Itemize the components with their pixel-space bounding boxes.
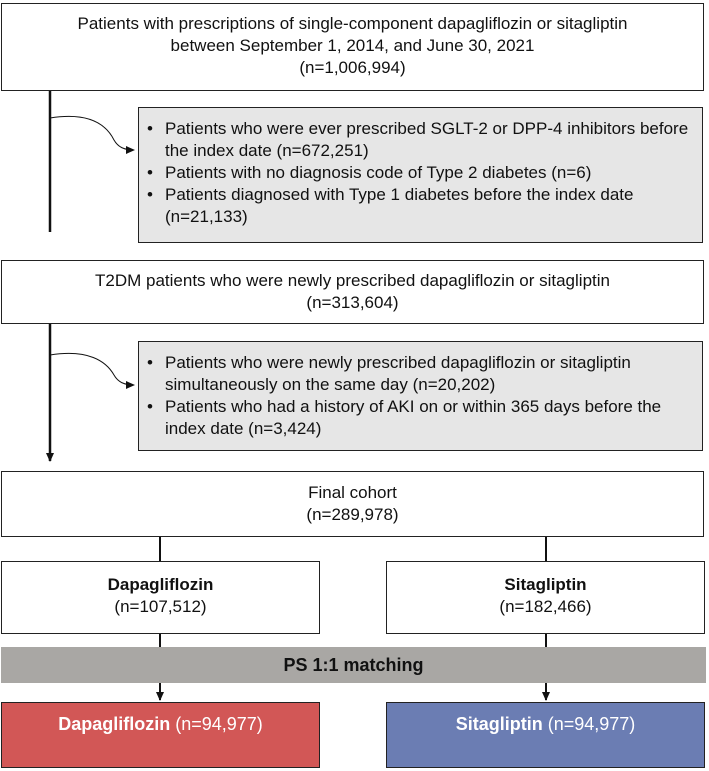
t2dm-line-1: T2DM patients who were newly prescribed …: [95, 271, 610, 290]
initial-line-1: Patients with prescriptions of single-co…: [77, 14, 628, 33]
ps-matching-label: PS 1:1 matching: [283, 655, 424, 675]
final-cohort-box: Final cohort (n=289,978): [1, 471, 704, 537]
dapagliflozin-label: Dapagliflozin: [107, 575, 214, 594]
sitagliptin-matched-label: Sitagliptin: [455, 714, 543, 734]
exclusion-2-item: Patients who were newly prescribed dapag…: [139, 352, 690, 396]
dapagliflozin-matched-label: Dapagliflozin: [58, 714, 171, 734]
dapagliflozin-matched-box: Dapagliflozin (n=94,977): [1, 702, 320, 768]
sitagliptin-box: Sitagliptin (n=182,466): [386, 561, 705, 634]
exclusion-1-item: Patients diagnosed with Type 1 diabetes …: [139, 184, 690, 228]
dapagliflozin-count: (n=107,512): [114, 597, 207, 616]
t2dm-count: (n=313,604): [306, 293, 399, 312]
sitagliptin-label: Sitagliptin: [504, 575, 587, 594]
dapagliflozin-matched-count: (n=94,977): [175, 714, 263, 734]
exclusion-box-1: Patients who were ever prescribed SGLT-2…: [138, 107, 703, 243]
sitagliptin-count: (n=182,466): [499, 597, 592, 616]
sitagliptin-matched-box: Sitagliptin (n=94,977): [386, 702, 705, 768]
exclusion-1-item: Patients who were ever prescribed SGLT-2…: [139, 118, 690, 162]
exclusion-2-item: Patients who had a history of AKI on or …: [139, 396, 690, 440]
initial-patients-box: Patients with prescriptions of single-co…: [1, 3, 704, 91]
exclusion-1-branch-arrow: [49, 116, 135, 154]
dapagliflozin-box: Dapagliflozin (n=107,512): [1, 561, 320, 634]
initial-count: (n=1,006,994): [299, 58, 406, 77]
final-cohort-label: Final cohort: [308, 483, 397, 502]
exclusion-1-item: Patients with no diagnosis code of Type …: [139, 162, 690, 184]
exclusion-2-branch-arrow: [49, 352, 135, 389]
final-cohort-count: (n=289,978): [306, 505, 399, 524]
ps-matching-band: PS 1:1 matching: [1, 647, 706, 683]
initial-line-2: between September 1, 2014, and June 30, …: [170, 36, 535, 55]
t2dm-patients-box: T2DM patients who were newly prescribed …: [1, 260, 704, 324]
sitagliptin-matched-count: (n=94,977): [547, 714, 636, 734]
exclusion-box-2: Patients who were newly prescribed dapag…: [138, 341, 703, 451]
